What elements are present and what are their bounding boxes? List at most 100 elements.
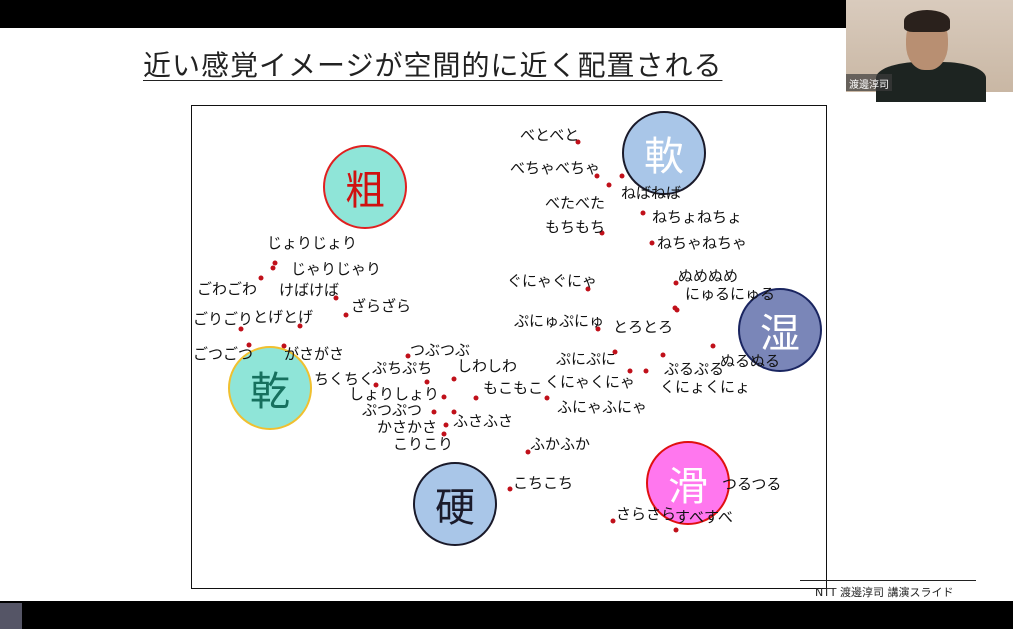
onomatopoeia-label: つぶつぶ [410,341,471,359]
word-dot [270,265,276,271]
word-dot [272,260,278,266]
onomatopoeia-label: じょりじょり [267,234,358,252]
slide-footer: NTT 渡邊淳司 講演スライド [815,586,954,599]
word-dot [575,139,581,145]
onomatopoeia-label: ねばねば [621,184,682,202]
speaker-hair [904,10,950,32]
onomatopoeia-label: もこもこ [483,379,544,397]
onomatopoeia-label: ちくちく [314,370,375,388]
onomatopoeia-label: じゃりじゃり [291,260,382,278]
onomatopoeia-label: もちもち [545,218,606,236]
onomatopoeia-label: つるつる [722,475,782,493]
word-dot [649,240,655,246]
word-dot [373,382,379,388]
thumbnail-square [0,603,22,629]
bottom-black-bar [0,601,1013,629]
onomatopoeia-label: しょりしょり [349,385,440,403]
onomatopoeia-label: ぷつぷつ [362,401,423,419]
footer-divider [800,580,976,581]
pole-circle-smooth: 滑 [646,441,730,525]
word-dot [594,173,600,179]
pole-label: 粗 [345,168,385,214]
word-dot [431,409,437,415]
word-dot [343,312,349,318]
pole-label: 滑 [668,464,708,510]
onomatopoeia-label: けばけば [279,281,340,299]
pole-label: 湿 [760,311,800,357]
word-dot [443,422,449,428]
onomatopoeia-label: ぐにゃぐにゃ [507,272,598,290]
onomatopoeia-label: とげとげ [253,308,314,326]
word-dot [606,182,612,188]
onomatopoeia-label: ざらざら [351,297,412,315]
word-dot [612,349,618,355]
onomatopoeia-label: ごわごわ [197,280,258,298]
pole-label: 乾 [250,369,290,415]
word-dot [451,376,457,382]
word-dot [441,431,447,437]
word-dot [619,173,625,179]
word-dot [297,323,303,329]
onomatopoeia-label: すべすべ [675,508,733,526]
onomatopoeia-label: ごりごり [193,310,254,328]
onomatopoeia-label: さらさら [616,505,677,523]
webcam-video: 渡邊淳司 [846,0,1013,102]
word-dot [405,353,411,359]
word-dot [673,527,679,533]
pole-circle-soft: 軟 [622,111,706,195]
word-dot [610,518,616,524]
onomatopoeia-label: くにゃくにゃ [545,373,636,391]
onomatopoeia-label: ぷにゅぷにゅ [514,312,605,330]
word-dot [238,326,244,332]
word-dot [660,352,666,358]
onomatopoeia-label: ふさふさ [453,412,514,430]
onomatopoeia-label: ねちゃねちゃ [657,234,748,252]
word-dot [627,368,633,374]
top-black-bar [0,0,846,28]
word-dot [585,286,591,292]
sensory-map-frame [191,105,827,589]
word-dot [595,326,601,332]
word-dot [451,409,457,415]
onomatopoeia-label: べとべと [520,126,580,144]
word-dot [599,230,605,236]
pole-circle-dry: 乾 [228,346,312,430]
onomatopoeia-label: こりこり [393,435,454,453]
word-dot [441,394,447,400]
word-dot [640,210,646,216]
word-dot [643,368,649,374]
onomatopoeia-label: ふかふか [530,435,591,453]
onomatopoeia-label: ふにゃふにゃ [557,398,648,416]
pole-label: 軟 [644,134,684,180]
pole-circle-hard: 硬 [413,462,497,546]
pole-circle-rough: 粗 [323,145,407,229]
onomatopoeia-label: とろとろ [613,318,674,336]
word-dot [525,449,531,455]
word-dot [258,275,264,281]
word-dot [333,295,339,301]
word-dot [544,395,550,401]
onomatopoeia-label: ぷにぷに [556,350,617,368]
pole-circle-wet: 湿 [738,288,822,372]
word-dot [507,486,513,492]
word-dot [672,305,678,311]
onomatopoeia-label: ぬるぬる [720,352,781,370]
word-dot [424,379,430,385]
word-dot [673,280,679,286]
onomatopoeia-label: べたべた [545,194,606,212]
pole-label: 硬 [435,485,475,531]
onomatopoeia-label: くにょくにょ [660,378,751,396]
onomatopoeia-label: ねちょねちょ [652,208,743,226]
onomatopoeia-label: ぬめぬめ [678,267,739,285]
webcam-name-label: 渡邊淳司 [846,74,892,91]
onomatopoeia-label: にゅるにゅる [685,285,776,303]
word-dot [710,343,716,349]
onomatopoeia-label: こちこち [513,474,574,492]
word-dot [473,395,479,401]
word-dot [246,342,252,348]
onomatopoeia-label: べちゃべちゃ [510,159,601,177]
onomatopoeia-label: しわしわ [457,357,518,375]
onomatopoeia-label: ぷちぷち [372,359,433,377]
onomatopoeia-label: がさがさ [284,345,345,363]
